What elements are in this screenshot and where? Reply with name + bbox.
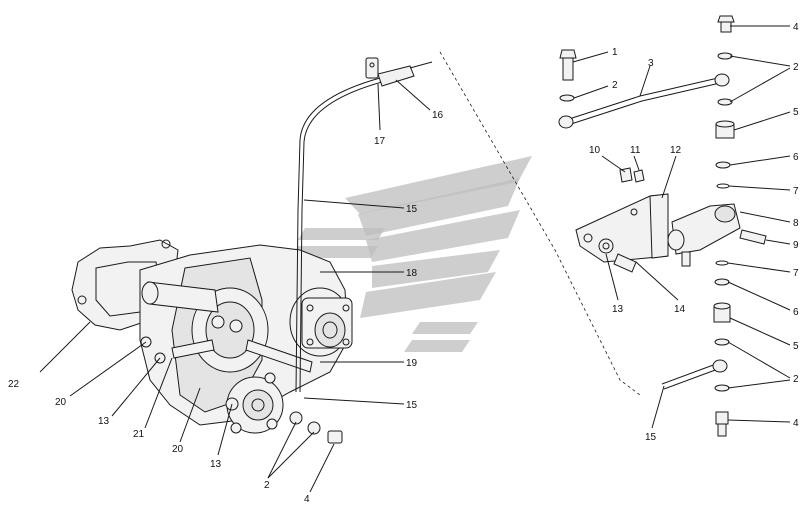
callout-14: 14 bbox=[674, 304, 686, 315]
watermark-logo bbox=[291, 156, 532, 352]
callout-19: 19 bbox=[406, 358, 418, 369]
callout-2: 2 bbox=[264, 480, 270, 491]
gearbox-housing bbox=[71, 239, 353, 444]
callout-17: 17 bbox=[374, 136, 386, 147]
callout-6: 6 bbox=[793, 152, 799, 163]
callout-5: 5 bbox=[793, 107, 799, 118]
callout-22: 22 bbox=[8, 379, 20, 390]
callout-20: 20 bbox=[55, 397, 67, 408]
callout-4: 4 bbox=[304, 494, 310, 505]
callout-labels: 1 2 3 4 2 5 6 7 8 9 10 11 12 13 14 7 6 5… bbox=[8, 22, 799, 505]
callout-13: 13 bbox=[210, 459, 222, 470]
callout-4: 4 bbox=[793, 22, 799, 33]
callout-20: 20 bbox=[172, 444, 184, 455]
callout-13: 13 bbox=[98, 416, 110, 427]
callout-5: 5 bbox=[793, 341, 799, 352]
callout-7: 7 bbox=[793, 186, 799, 197]
callout-7: 7 bbox=[793, 268, 799, 279]
callout-12: 12 bbox=[670, 145, 682, 156]
callout-6: 6 bbox=[793, 307, 799, 318]
callout-1: 1 bbox=[612, 47, 618, 58]
callout-18: 18 bbox=[406, 268, 418, 279]
callout-3: 3 bbox=[648, 58, 654, 69]
leader-lines bbox=[39, 25, 791, 493]
callout-13: 13 bbox=[612, 304, 624, 315]
callout-21: 21 bbox=[133, 429, 145, 440]
callout-15: 15 bbox=[406, 204, 418, 215]
callout-15: 15 bbox=[406, 400, 418, 411]
callout-2: 2 bbox=[793, 62, 799, 73]
exploded-parts bbox=[558, 15, 767, 437]
separator-line bbox=[439, 51, 641, 396]
callout-4: 4 bbox=[793, 418, 799, 429]
callout-9: 9 bbox=[793, 240, 799, 251]
callout-15: 15 bbox=[645, 432, 657, 443]
callout-11: 11 bbox=[630, 145, 641, 156]
callout-16: 16 bbox=[432, 110, 444, 121]
callout-8: 8 bbox=[793, 218, 799, 229]
oil-pipe-left bbox=[295, 57, 433, 393]
callout-2: 2 bbox=[612, 80, 618, 91]
callout-10: 10 bbox=[589, 145, 601, 156]
callout-2: 2 bbox=[793, 374, 799, 385]
